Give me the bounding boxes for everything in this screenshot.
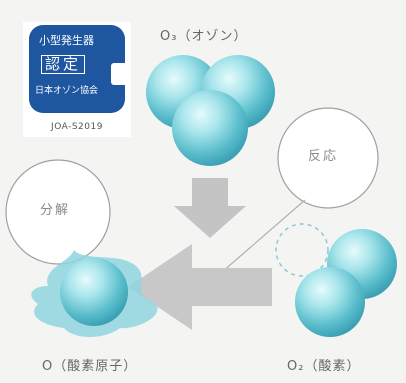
oxygen-atom-sphere xyxy=(60,258,128,326)
oxygen-atom-label: O（酸素原子） xyxy=(42,359,138,374)
down-arrow xyxy=(174,178,246,238)
oxygen-sphere-left xyxy=(295,267,365,337)
ozone-label: O₃（オゾン） xyxy=(160,29,248,44)
decompose-circle xyxy=(5,159,111,265)
left-arrow xyxy=(128,244,272,330)
connector-line-react xyxy=(221,199,306,273)
react-label: 反応 xyxy=(308,149,339,164)
reaction-circle xyxy=(277,107,379,209)
decompose-label: 分解 xyxy=(40,203,71,218)
badge-logo: 小型発生器 認定 日本オゾン協会 xyxy=(29,25,125,113)
ozone-sphere-bottom xyxy=(172,90,248,166)
removed-atom-outline xyxy=(275,223,329,277)
badge-notch xyxy=(111,63,125,85)
badge-line-1: 小型発生器 xyxy=(39,34,94,47)
oxygen-label: O₂（酸素） xyxy=(287,359,361,374)
badge-line-3: 日本オゾン協会 xyxy=(35,86,99,96)
badge-code: JOA-S2019 xyxy=(51,122,103,132)
badge-line-2: 認定 xyxy=(41,55,86,74)
certification-badge: 小型発生器 認定 日本オゾン協会 JOA-S2019 xyxy=(23,22,131,137)
